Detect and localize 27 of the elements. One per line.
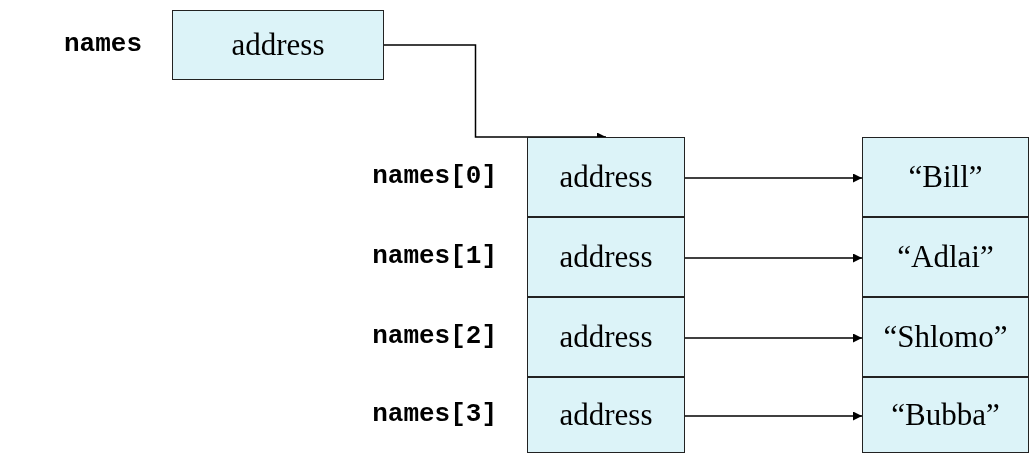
variable-label: names[0]: [371, 161, 497, 191]
value-text: address: [559, 239, 653, 275]
value-text: “Shlomo”: [883, 319, 1008, 355]
value-text: address: [559, 159, 653, 195]
arrow: [684, 253, 863, 263]
variable-label: names[1]: [371, 241, 497, 271]
arrow: [684, 333, 863, 343]
variable-label: names[3]: [371, 399, 497, 429]
string-box: [862, 377, 1029, 453]
arrow: [684, 411, 863, 421]
array-cell: [527, 377, 685, 453]
arrow: [684, 173, 863, 183]
array-cell: [527, 217, 685, 297]
string-box: [862, 217, 1029, 297]
value-text: “Bubba”: [891, 397, 1000, 433]
variable-label: names[2]: [371, 321, 497, 351]
value-text: address: [231, 27, 325, 63]
value-text: address: [559, 319, 653, 355]
array-cell: [527, 297, 685, 377]
value-text: “Adlai”: [897, 239, 994, 275]
string-box: [862, 137, 1029, 217]
pointer-box: [172, 10, 384, 80]
value-text: address: [559, 397, 653, 433]
string-box: [862, 297, 1029, 377]
value-text: “Bill”: [908, 159, 983, 195]
variable-label: names: [63, 29, 142, 59]
array-cell: [527, 137, 685, 217]
